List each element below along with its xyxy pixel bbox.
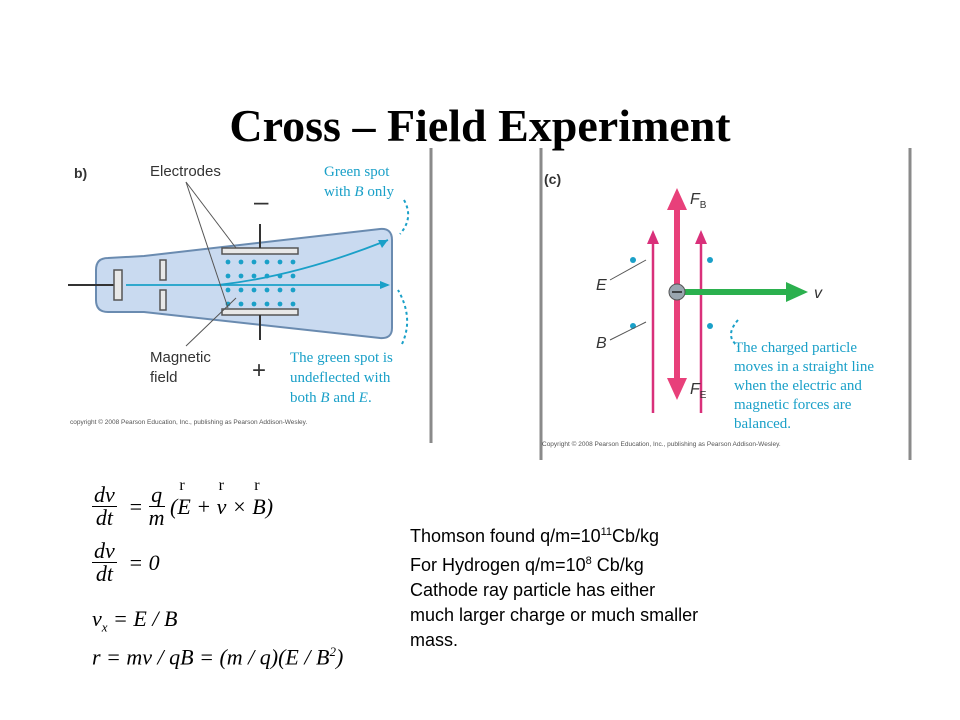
field-dot bbox=[251, 287, 257, 293]
caption-c-line: balanced. bbox=[734, 416, 791, 432]
field-dot bbox=[225, 259, 231, 265]
field-dot bbox=[251, 259, 257, 265]
caption-c-line: magnetic forces are bbox=[734, 397, 852, 413]
copyright-c: Copyright © 2008 Pearson Education, Inc.… bbox=[542, 440, 781, 448]
field-dot bbox=[290, 259, 296, 265]
field-dot bbox=[264, 301, 270, 307]
eq2-den: dt bbox=[95, 561, 113, 586]
note-line3: Cathode ray particle has either bbox=[410, 580, 656, 600]
eq1-q: q bbox=[148, 484, 165, 507]
green-spot-both-line1: The green spot is bbox=[290, 350, 393, 366]
green-spot-both-line2: undeflected with bbox=[290, 370, 391, 386]
field-dot bbox=[238, 301, 244, 307]
field-dot bbox=[225, 273, 231, 279]
caption-c-line: The charged particle bbox=[734, 340, 857, 356]
electrodes-label: Electrodes bbox=[150, 163, 221, 180]
field-dot bbox=[225, 287, 231, 293]
force-balance-diagram: (c) FB FE E B v The charged particle move… bbox=[539, 148, 912, 460]
electrode-top bbox=[221, 247, 299, 255]
field-dot bbox=[277, 287, 283, 293]
field-dot bbox=[277, 259, 283, 265]
minus-sign: – bbox=[254, 186, 269, 216]
copyright-b: copyright © 2008 Pearson Education, Inc.… bbox=[70, 418, 307, 426]
crt-diagram: b) – + Electrodes Magnetic field Green s… bbox=[68, 148, 433, 443]
caption-c: The charged particle moves in a straight … bbox=[734, 340, 874, 432]
field-dot bbox=[290, 287, 296, 293]
note-thomson: Thomson found q/m=1011Cb/kg bbox=[410, 526, 660, 546]
magnetic-label-1: Magnetic bbox=[150, 349, 211, 366]
notes: Thomson found q/m=1011Cb/kg For Hydrogen… bbox=[410, 520, 790, 653]
force-b-label: FB bbox=[690, 191, 707, 211]
panel-label-b: b) bbox=[74, 165, 87, 181]
field-dot bbox=[238, 259, 244, 265]
electrode-bottom bbox=[221, 308, 299, 316]
deflected-beam bbox=[217, 239, 389, 286]
cathode-tube bbox=[95, 227, 393, 340]
plus-sign: + bbox=[252, 357, 266, 384]
e-label: E bbox=[596, 277, 607, 294]
magnetic-field-dots bbox=[225, 259, 296, 307]
field-dot bbox=[290, 301, 296, 307]
note-hydrogen: For Hydrogen q/m=108 Cb/kg bbox=[410, 555, 644, 575]
green-spot-both-line3: both B and E. bbox=[290, 390, 372, 406]
force-e-label: FE bbox=[690, 381, 707, 401]
anode-bottom bbox=[159, 289, 167, 311]
field-dot bbox=[290, 273, 296, 279]
eq2-num: dv bbox=[92, 538, 117, 563]
field-dot bbox=[264, 287, 270, 293]
eq1-num: dv bbox=[92, 482, 117, 507]
cathode bbox=[113, 269, 123, 301]
field-dot bbox=[264, 259, 270, 265]
field-dot bbox=[238, 273, 244, 279]
field-dot bbox=[251, 301, 257, 307]
slide-title: Cross – Field Experiment bbox=[229, 100, 731, 151]
caption-c-line: when the electric and bbox=[734, 378, 862, 394]
eq1-den: dt bbox=[95, 505, 113, 530]
panel-label-c: (c) bbox=[544, 171, 561, 187]
eq1-m: m bbox=[148, 505, 165, 530]
field-dot bbox=[277, 301, 283, 307]
b-dot bbox=[707, 323, 713, 329]
eq2-rhs: = 0 bbox=[128, 549, 160, 575]
green-spot-b-line1: Green spot bbox=[324, 164, 390, 180]
field-dot bbox=[251, 273, 257, 279]
magnetic-label-2: field bbox=[150, 369, 178, 386]
anode-top bbox=[159, 259, 167, 281]
b-label: B bbox=[596, 335, 607, 352]
field-dot bbox=[238, 287, 244, 293]
note-line4: much larger charge or much smaller bbox=[410, 605, 699, 625]
b-dot bbox=[630, 257, 636, 263]
b-dot bbox=[707, 257, 713, 263]
caption-c-line: moves in a straight line bbox=[734, 359, 874, 375]
green-spot-b-line2: with B only bbox=[324, 184, 395, 200]
v-label: v bbox=[814, 285, 823, 302]
equation-velocity: vx = E / B bbox=[92, 606, 178, 635]
note-line5: mass. bbox=[410, 630, 459, 650]
equation-radius: r = mv / qB = (m / q)(E / B2) bbox=[92, 644, 344, 670]
